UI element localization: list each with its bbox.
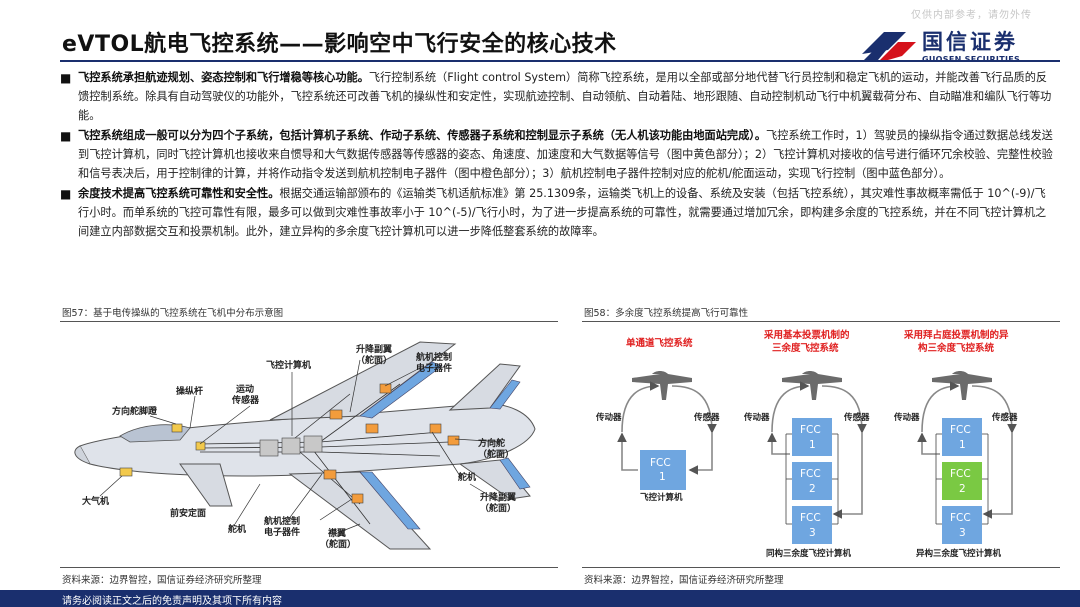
panel-triple-heterogeneous: 采用拜占庭投票机制的异 构三余度飞控系统 传动器 传感器 FCC 1 FCC 2…	[893, 329, 1018, 559]
figure-58-rule	[582, 321, 1060, 322]
bullet-lead: 余度技术提高飞控系统可靠性和安全性。	[78, 187, 280, 200]
panel-2-caption: 同构三余度飞控计算机	[766, 548, 852, 559]
panel-3-actuator: 传动器	[893, 412, 920, 423]
fcc-box	[792, 462, 832, 500]
fcc-number: 1	[809, 439, 816, 451]
confidential-watermark: 仅供内部参考，请勿外传	[911, 10, 1032, 21]
panel-2-title-1: 采用基本投票机制的	[763, 329, 850, 341]
panel-3-caption: 异构三余度飞控计算机	[916, 548, 1002, 559]
label-ace-bottom: 航机控制	[264, 515, 300, 527]
panel-2-actuator: 传动器	[743, 412, 770, 423]
fcc-number: 1	[659, 471, 666, 483]
label-flap: 襟翼	[328, 527, 346, 539]
figure-58-source: 资料来源：边界智控，国信证券经济研究所整理	[584, 575, 784, 586]
figure-57-bottom-rule	[60, 567, 558, 568]
panel-single-channel: 单通道飞控系统 传动器 传感器 FCC 1 飞控计算机	[595, 337, 720, 503]
footer-disclaimer: 请务必阅读正文之后的免责声明及其项下所有内容	[62, 596, 282, 607]
bullet-dot-icon: ■	[60, 187, 72, 201]
fcc-number: 2	[959, 483, 966, 495]
label-stick: 操纵杆	[176, 385, 203, 397]
label-ace-top-2: 电子器件	[416, 362, 452, 374]
panel-triple-homogeneous: 采用基本投票机制的 三余度飞控系统 传动器 传感器 FCC 1 FCC 2 FC…	[743, 329, 870, 559]
figure-58-bottom-rule	[582, 567, 1060, 568]
fcc-label: FCC	[650, 457, 671, 469]
label-elevator-bottom: 升降副翼	[480, 491, 516, 503]
fcc-box	[792, 506, 832, 544]
bullet-dot-icon: ■	[60, 71, 72, 85]
redundancy-diagram: 单通道飞控系统 传动器 传感器 FCC 1 飞控计算机 采用基本投票机制的 三余…	[595, 329, 1018, 559]
label-elevator-bottom-2: （舵面）	[480, 502, 516, 514]
panel-3-sensor: 传感器	[991, 412, 1018, 423]
panel-1-actuator: 传动器	[595, 412, 622, 423]
airplane-icon	[782, 371, 842, 400]
label-elevator-top-2: （舵面）	[356, 354, 392, 366]
bullet-dot-icon: ■	[60, 129, 72, 143]
figure-57-caption: 图57：基于电传操纵的飞控系统在飞机中分布示意图	[62, 308, 284, 319]
page-title: eVTOL航电飞控系统——影响空中飞行安全的核心技术	[62, 32, 617, 57]
brand-name: 国信证券	[922, 30, 1018, 54]
bullet-item: ■ 飞控系统组成一般可以分为四个子系统，包括计算机子系统、作动子系统、传感器子系…	[58, 126, 1053, 183]
fcc-number: 2	[809, 483, 816, 495]
label-pedal: 方向舵脚蹬	[112, 405, 158, 417]
panel-3-title-2: 构三余度飞控系统	[918, 342, 995, 354]
bullet-item: ■ 飞控系统承担航迹规划、姿态控制和飞行增稳等核心功能。飞行控制系统（Fligh…	[58, 68, 1053, 125]
bullet-body: 根据交通运输部颁布的《运输类飞机适航标准》第 25.1309条，运输类飞机上的设…	[78, 187, 1047, 238]
label-elevator-top: 升降副翼	[356, 343, 392, 355]
fcc-label: FCC	[800, 424, 821, 436]
panel-1-title: 单通道飞控系统	[626, 337, 693, 349]
label-ace-bottom-2: 电子器件	[264, 526, 300, 538]
footer-bar: 请务必阅读正文之后的免责声明及其项下所有内容	[0, 590, 1080, 607]
fcc-label: FCC	[950, 468, 971, 480]
bullet-item: ■ 余度技术提高飞控系统可靠性和安全性。根据交通运输部颁布的《运输类飞机适航标准…	[58, 184, 1053, 241]
bullet-lead: 飞控系统承担航迹规划、姿态控制和飞行增稳等核心功能。	[78, 71, 369, 84]
panel-3-title-1: 采用拜占庭投票机制的异	[903, 329, 1009, 341]
fcc-number: 3	[959, 527, 966, 539]
label-canard: 前安定面	[170, 507, 206, 519]
fcc-box	[942, 506, 982, 544]
fcc-label: FCC	[950, 424, 971, 436]
fcc-box	[942, 418, 982, 456]
brand-logo: 国信证券 GUOSEN SECURITIES	[858, 24, 1058, 68]
brand-subname: GUOSEN SECURITIES	[922, 55, 1020, 64]
panel-1-caption: 飞控计算机	[640, 492, 683, 503]
label-motion-sensor-2: 传感器	[231, 394, 260, 406]
figure-57-source: 资料来源：边界智控，国信证券经济研究所整理	[62, 575, 262, 586]
bullet-lead: 飞控系统组成一般可以分为四个子系统，包括计算机子系统、作动子系统、传感器子系统和…	[78, 129, 767, 142]
guosen-logo-icon	[862, 32, 916, 60]
airplane-icon	[632, 371, 692, 400]
label-actuator-bottom: 舵机	[228, 523, 246, 535]
bullet-body: 飞行控制系统（Flight control System）简称飞控系统，是用以全…	[78, 71, 1052, 122]
label-ace-top: 航机控制	[416, 351, 452, 363]
label-motion-sensor: 运动	[236, 384, 254, 395]
figure-58-caption: 图58：多余度飞控系统提高飞行可靠性	[584, 308, 749, 319]
panel-1-sensor: 传感器	[693, 412, 720, 423]
label-flight-computer: 飞控计算机	[266, 359, 311, 371]
figure-57-rule	[60, 321, 558, 322]
airplane-icon	[932, 371, 992, 400]
label-rudder: 方向舵	[478, 437, 505, 449]
fcc-label: FCC	[800, 512, 821, 524]
label-flap-2: （舵面）	[320, 538, 356, 550]
label-actuator-right: 舵机	[458, 471, 476, 483]
fcc-number: 1	[959, 439, 966, 451]
header-rule	[60, 60, 1060, 62]
label-air-data: 大气机	[82, 495, 109, 507]
fcc-label: FCC	[800, 468, 821, 480]
label-rudder-2: （舵面）	[478, 448, 514, 460]
fcc-box-heterogeneous	[942, 462, 982, 500]
fcc-box	[640, 450, 686, 490]
bullet-list: ■ 飞控系统承担航迹规划、姿态控制和飞行增稳等核心功能。飞行控制系统（Fligh…	[58, 68, 1053, 242]
bullet-body: 飞控系统工作时，1）驾驶员的操纵指令通过数据总线发送到飞控计算机，同时飞控计算机…	[78, 129, 1053, 180]
fcc-number: 3	[809, 527, 816, 539]
fcc-label: FCC	[950, 512, 971, 524]
panel-2-sensor: 传感器	[843, 412, 870, 423]
fcc-box	[792, 418, 832, 456]
panel-2-title-2: 三余度飞控系统	[772, 342, 839, 354]
aircraft-flight-control-diagram: 飞控计算机 升降副翼 （舵面） 航机控制 电子器件 操纵杆 运动 传感器 方向舵…	[74, 341, 536, 550]
